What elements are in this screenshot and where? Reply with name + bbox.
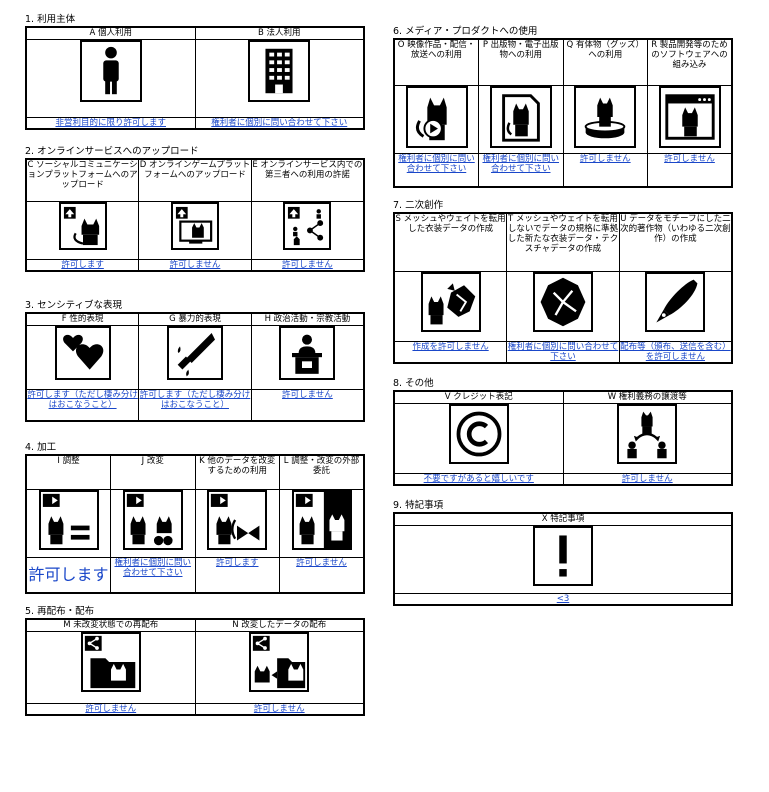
item-permission[interactable]: 権利者に個別に問い合わせて下さい: [478, 152, 564, 188]
item-header: N 改変したデータの配布: [194, 618, 365, 632]
redistribute-icon: [80, 632, 141, 692]
item-permission[interactable]: 権利者に個別に問い合わせて下さい: [506, 340, 620, 364]
item-header: F 性的表現: [25, 312, 140, 326]
license-table: O 映像作品・配信・放送への利用 P 出版物・電子出版物への利用 Q 有体物（グ…: [393, 38, 733, 188]
adjust-icon: [38, 490, 99, 550]
item-header: U データをモチーフにした二次的著作物（いわゆる二次創作）の作成: [618, 212, 733, 272]
item-header: P 出版物・電子出版物への利用: [478, 38, 564, 86]
item-permission[interactable]: 許可しません: [194, 702, 365, 716]
license-table: F 性的表現 G 暴力的表現 H 政治活動・宗教活動 許可します（ただし棲み分け…: [25, 312, 365, 422]
item-header: V クレジット表記: [393, 390, 564, 404]
section-sensitive: 3. センシティブな表現 F 性的表現 G 暴力的表現 H 政治活動・宗教活動 …: [25, 300, 365, 422]
item-permission[interactable]: 権利者に個別に問い合わせて下さい: [393, 152, 479, 188]
item-header: E オンラインサービス内での第三者への利用の許諾: [250, 158, 365, 202]
item-permission[interactable]: 作成を許可しません: [393, 340, 508, 364]
item-permission[interactable]: 許可しません: [250, 388, 365, 422]
license-table: X 特記事項 <3: [393, 512, 733, 606]
item-header: Q 有体物（グッズ）への利用: [562, 38, 648, 86]
podium-icon: [279, 326, 336, 380]
copyright-icon: [448, 404, 509, 464]
video-icon: [405, 86, 468, 148]
outfit-mesh-icon: [420, 272, 481, 332]
item-header: J 改変: [110, 454, 196, 490]
goods-figure-icon: [574, 86, 637, 148]
item-permission[interactable]: 許可しません: [138, 258, 252, 272]
section-title: 9. 特記事項: [393, 500, 444, 511]
hearts-icon: [54, 326, 111, 380]
item-permission[interactable]: 許可しません: [647, 152, 733, 188]
item-permission[interactable]: 許可しません: [279, 556, 365, 594]
item-permission[interactable]: 許可しません: [562, 472, 733, 486]
item-header: R 製品開発等のためのソフトウェアへの組み込み: [647, 38, 733, 86]
knife-icon: [166, 326, 223, 380]
license-table: A 個人利用 B 法人利用 非営利目的に限り許可します 権利者に個別に問い合わせ…: [25, 26, 365, 130]
item-permission[interactable]: 許可します（ただし棲み分けはおこなうこと）: [138, 388, 252, 422]
item-header: H 政治活動・宗教活動: [250, 312, 365, 326]
item-permission[interactable]: 許可しません: [25, 702, 196, 716]
item-header: K 他のデータを改変するための利用: [194, 454, 280, 490]
item-permission[interactable]: <3: [393, 592, 733, 606]
license-table: V クレジット表記 W 権利義務の譲渡等 不要ですがあると嬉しいです 許可しませ…: [393, 390, 733, 486]
license-table: M 未改変状態での再配布 N 改変したデータの配布 許可しません 許可しません: [25, 618, 365, 716]
item-permission[interactable]: 権利者に個別に問い合わせて下さい: [110, 556, 196, 594]
item-permission[interactable]: 許可します: [194, 556, 280, 594]
section-redistribution: 5. 再配布・配布 M 未改変状態での再配布 N 改変したデータの配布 許可しま…: [25, 606, 365, 716]
office-building-icon: [248, 40, 311, 102]
item-permission[interactable]: 許可しません: [562, 152, 648, 188]
item-permission[interactable]: 許可します: [25, 556, 111, 594]
section-title: 3. センシティブな表現: [25, 300, 123, 311]
item-permission[interactable]: 不要ですがあると嬉しいです: [393, 472, 564, 486]
transfer-rights-icon: [617, 404, 678, 464]
upload-game-icon: [170, 202, 219, 250]
item-header: T メッシュやウェイトを転用しないでデータの規格に準拠した新たな衣装データ・テク…: [506, 212, 620, 272]
outfit-new-icon: [532, 272, 593, 332]
section-title: 8. その他: [393, 378, 434, 389]
item-header: W 権利義務の譲渡等: [562, 390, 733, 404]
item-header: C ソーシャルコミュニケーションプラットフォームへのアップロード: [25, 158, 140, 202]
license-table: S メッシュやウェイトを転用した衣装データの作成 T メッシュやウェイトを転用し…: [393, 212, 733, 364]
item-permission[interactable]: 許可しません: [250, 258, 365, 272]
pen-nib-icon: [645, 272, 706, 332]
section-title: 2. オンラインサービスへのアップロード: [25, 146, 199, 157]
section-title: 5. 再配布・配布: [25, 606, 95, 617]
item-permission[interactable]: 権利者に個別に問い合わせて下さい: [194, 116, 365, 130]
section-other: 8. その他 V クレジット表記 W 権利義務の譲渡等 不要ですがあると嬉しいで…: [393, 378, 733, 486]
item-header: S メッシュやウェイトを転用した衣装データの作成: [393, 212, 508, 272]
section-media-product: 6. メディア・プロダクトへの使用 O 映像作品・配信・放送への利用 P 出版物…: [393, 26, 733, 188]
software-window-icon: [658, 86, 721, 148]
modify-icon: [122, 490, 183, 550]
section-title: 6. メディア・プロダクトへの使用: [393, 26, 538, 37]
person-icon: [79, 40, 142, 102]
upload-sns-icon: [58, 202, 107, 250]
section-derivative: 7. 二次創作 S メッシュやウェイトを転用した衣装データの作成 T メッシュや…: [393, 200, 733, 364]
section-online-upload: 2. オンラインサービスへのアップロード C ソーシャルコミュニケーションプラッ…: [25, 146, 365, 272]
item-permission[interactable]: 許可します: [25, 258, 140, 272]
item-header: L 調整・改変の外部委託: [279, 454, 365, 490]
section-title: 1. 利用主体: [25, 14, 76, 25]
item-header: A 個人利用: [25, 26, 196, 40]
section-title: 7. 二次創作: [393, 200, 444, 211]
section-processing: 4. 加工 I 調整 J 改変 K 他のデータを改変するための利用 L 調整・改…: [25, 442, 365, 594]
item-header: G 暴力的表現: [138, 312, 252, 326]
item-permission[interactable]: 許可します（ただし棲み分けはおこなうこと）: [25, 388, 140, 422]
outsource-icon: [291, 490, 352, 550]
item-header: X 特記事項: [393, 512, 733, 526]
use-for-modify-icon: [207, 490, 268, 550]
section-title: 4. 加工: [25, 442, 57, 453]
license-table: I 調整 J 改変 K 他のデータを改変するための利用 L 調整・改変の外部委託…: [25, 454, 365, 594]
distribute-modified-icon: [249, 632, 310, 692]
exclamation-icon: [533, 526, 593, 586]
item-header: I 調整: [25, 454, 111, 490]
license-table: C ソーシャルコミュニケーションプラットフォームへのアップロード D オンライン…: [25, 158, 365, 272]
item-permission[interactable]: 非営利目的に限り許可します: [25, 116, 196, 130]
item-permission[interactable]: 配布等（頒布、送信を含む）を許可しません: [618, 340, 733, 364]
item-header: D オンラインゲームプラットフォームへのアップロード: [138, 158, 252, 202]
section-notes: 9. 特記事項 X 特記事項 <3: [393, 500, 733, 606]
item-header: B 法人利用: [194, 26, 365, 40]
share-network-icon: [283, 202, 332, 250]
publication-icon: [489, 86, 552, 148]
item-header: M 未改変状態での再配布: [25, 618, 196, 632]
section-usage-subject: 1. 利用主体 A 個人利用 B 法人利用 非営利目的に限り許可します 権利者に…: [25, 14, 365, 130]
item-header: O 映像作品・配信・放送への利用: [393, 38, 479, 86]
